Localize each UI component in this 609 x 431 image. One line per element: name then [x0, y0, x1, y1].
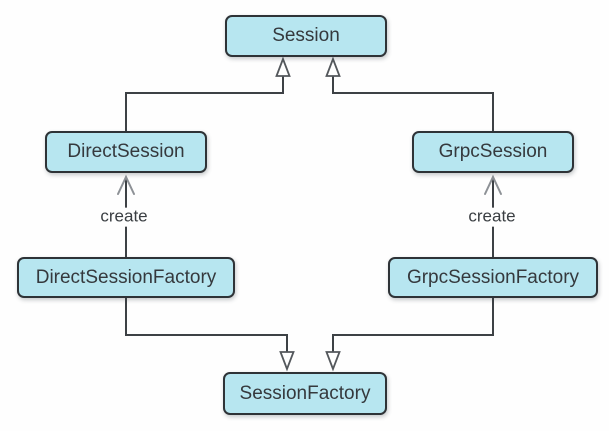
- edge-label-create-left: create: [97, 207, 151, 227]
- class-node-label: DirectSession: [67, 141, 185, 162]
- class-node-directsession: DirectSession: [45, 131, 207, 173]
- class-node-label: Session: [272, 25, 340, 46]
- edge-grpcsessionfactory-to-sessionfactory: [332, 298, 494, 352]
- class-node-grpcsession: GrpcSession: [412, 131, 574, 173]
- edge-grpcsession-to-session: [332, 76, 494, 131]
- class-node-label: DirectSessionFactory: [35, 266, 217, 288]
- edge-label-create-right: create: [465, 207, 519, 227]
- edge-directsessionfactory-to-sessionfactory: [125, 298, 288, 352]
- realization-triangle-arrowhead-icon: [325, 351, 341, 372]
- class-node-label: GrpcSessionFactory: [406, 266, 580, 288]
- class-node-sessionfactory: SessionFactory: [223, 372, 387, 415]
- open-arrowhead-icon: [117, 174, 135, 195]
- edge-directsession-to-session: [125, 76, 284, 131]
- generalization-triangle-arrowhead-icon: [325, 56, 341, 77]
- open-arrowhead-icon: [484, 174, 502, 195]
- generalization-triangle-arrowhead-icon: [275, 56, 291, 77]
- realization-triangle-arrowhead-icon: [279, 351, 295, 372]
- class-node-session: Session: [225, 15, 387, 57]
- class-node-grpcsessionfactory: GrpcSessionFactory: [388, 257, 598, 298]
- class-node-directsessionfactory: DirectSessionFactory: [17, 257, 235, 298]
- class-node-label: GrpcSession: [438, 141, 548, 162]
- class-node-label: SessionFactory: [239, 382, 371, 404]
